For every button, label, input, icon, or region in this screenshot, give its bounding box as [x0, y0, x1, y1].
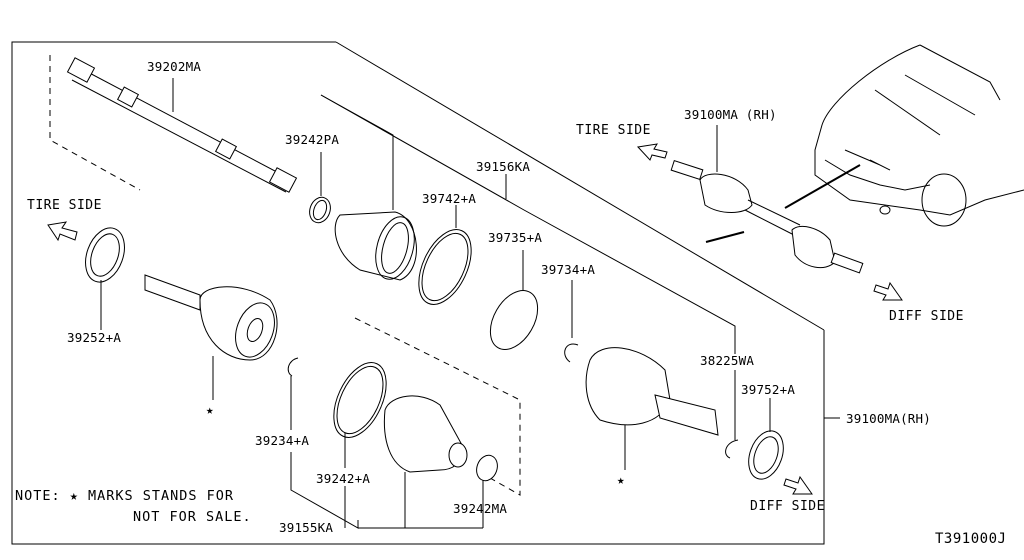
tire-side-label-left: TIRE SIDE — [27, 198, 102, 213]
part-label-39742a: 39742+A — [422, 191, 477, 206]
circlip-large — [489, 250, 539, 350]
boot-band-small-outer — [309, 152, 331, 224]
part-label-39202ma: 39202MA — [147, 59, 202, 74]
boot-band-small-inner — [476, 454, 498, 528]
part-label-39155ka: 39155KA — [279, 520, 334, 535]
inner-boot — [383, 395, 468, 528]
tire-side-arrow-top — [636, 143, 668, 161]
diagram-code: T391000J — [935, 531, 1007, 547]
snap-ring — [564, 280, 579, 363]
not-for-sale-star-outer: ★ — [206, 402, 214, 417]
tire-side-arrow-left — [47, 221, 78, 242]
diff-side-arrow-top — [873, 281, 903, 301]
not-for-sale-star-inner: ★ — [617, 472, 625, 487]
part-label-39100ma-rh-top: 39100MA (RH) — [684, 107, 777, 122]
part-label-39156ka: 39156KA — [476, 159, 531, 174]
boot-band-large-outer — [418, 205, 472, 305]
part-label-39242a: 39242+A — [316, 471, 371, 486]
vehicle-illustration — [784, 44, 1024, 227]
dust-seal-outer — [85, 227, 125, 330]
note-line-1: NOTE: ★ MARKS STANDS FOR — [15, 488, 235, 504]
circlip-inner — [287, 357, 359, 529]
diff-side-label-bottom: DIFF SIDE — [750, 499, 825, 514]
assembly-frame — [11, 41, 840, 545]
part-label-39242ma: 39242MA — [453, 501, 508, 516]
part-label-39242pa: 39242PA — [285, 132, 340, 147]
part-label-39234a: 39234+A — [255, 433, 310, 448]
drive-shaft — [66, 57, 298, 193]
part-label-38225wa: 38225WA — [700, 353, 755, 368]
note-line-2: NOT FOR SALE. — [133, 509, 252, 525]
driveshaft-assembly-rh — [670, 125, 864, 274]
diff-side-label-top: DIFF SIDE — [889, 309, 964, 324]
part-label-39752a: 39752+A — [741, 382, 796, 397]
diff-side-arrow-bottom — [783, 475, 813, 495]
outer-joint — [144, 274, 278, 400]
part-label-39734a: 39734+A — [541, 262, 596, 277]
part-label-39252a: 39252+A — [67, 330, 122, 345]
circlip-end — [725, 370, 739, 459]
inner-joint — [585, 347, 719, 470]
part-label-39735a: 39735+A — [488, 230, 543, 245]
part-label-39100ma-rh-side: 39100MA(RH) — [846, 411, 931, 426]
shaft-group-dash — [49, 55, 141, 191]
tire-side-label-top: TIRE SIDE — [576, 123, 651, 138]
dust-seal-inner — [748, 398, 784, 480]
inner-boot-group-dash — [354, 317, 521, 496]
boot-band-large-inner — [333, 362, 387, 528]
outer-boot — [320, 94, 417, 281]
